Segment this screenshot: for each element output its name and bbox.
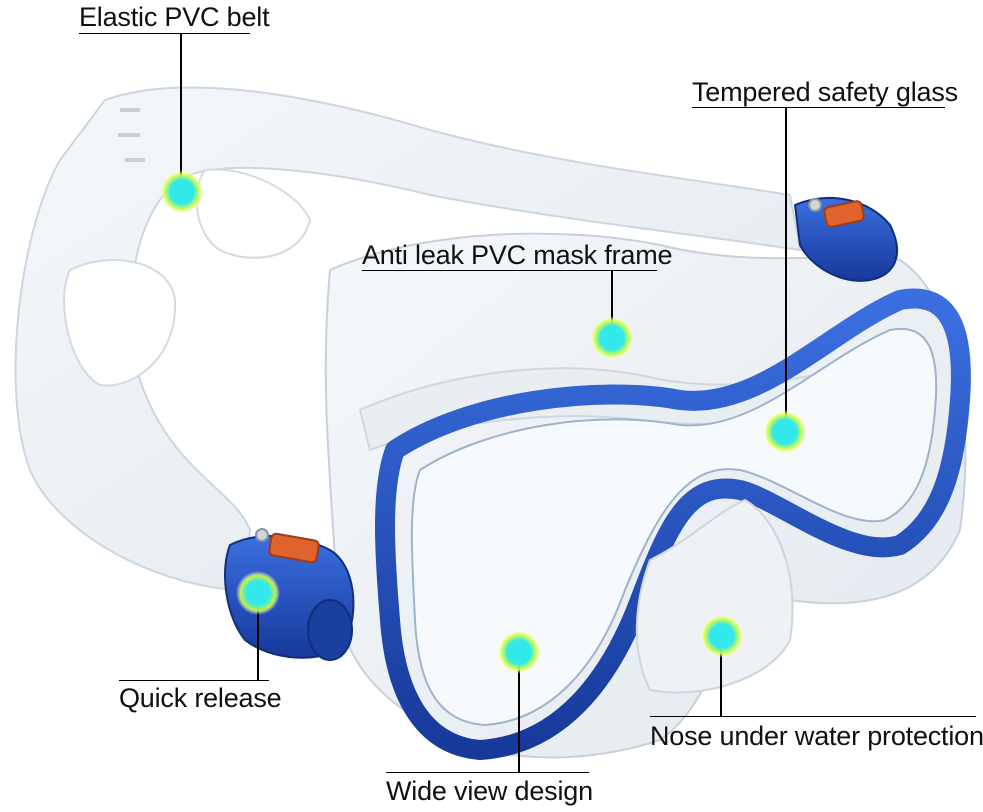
nose-marker <box>700 614 744 658</box>
nose-pocket <box>635 498 794 694</box>
belt-marker <box>160 170 204 214</box>
label-mask-frame: Anti leak PVC mask frame <box>362 240 673 270</box>
glass-marker <box>763 410 807 454</box>
quick-release-marker <box>236 571 280 615</box>
underline-wide-view <box>386 772 589 773</box>
wide-view-marker <box>497 630 541 674</box>
underline-mask-frame <box>362 270 657 271</box>
label-wide-view: Wide view design <box>386 776 593 806</box>
label-elastic-belt: Elastic PVC belt <box>79 2 270 32</box>
label-tempered-glass: Tempered safety glass <box>692 77 958 107</box>
underline-elastic-belt <box>79 33 250 34</box>
underline-quick-release <box>119 680 269 681</box>
underline-nose-protection <box>650 716 976 717</box>
callout-lines <box>180 33 787 772</box>
right-buckle <box>793 197 899 282</box>
elastic-strap <box>14 86 802 592</box>
feature-markers <box>160 170 807 674</box>
label-quick-release: Quick release <box>119 683 282 713</box>
label-nose-protection: Nose under water protection <box>650 721 983 751</box>
frame-marker <box>590 316 634 360</box>
underline-tempered-glass <box>692 107 945 108</box>
